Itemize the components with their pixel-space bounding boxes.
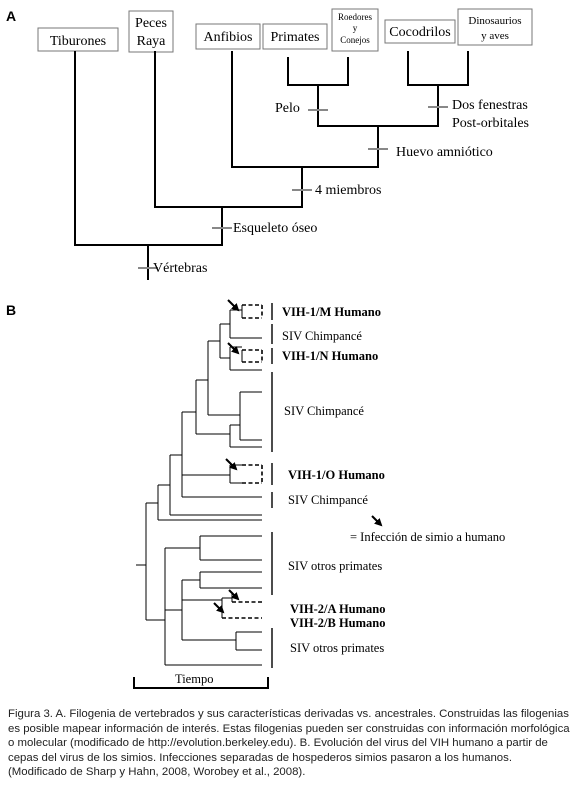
time-bracket-line bbox=[133, 677, 269, 689]
taxon-y-aves: y aves bbox=[481, 30, 509, 42]
trait-fenestras-1: Dos fenestras bbox=[452, 98, 528, 113]
time-bracket bbox=[133, 677, 269, 689]
trait-huevo: Huevo amniótico bbox=[396, 145, 493, 160]
panel-b-tree bbox=[136, 305, 262, 666]
branch-archosaurs bbox=[407, 51, 469, 86]
taxon-tiburones: Tiburones bbox=[50, 34, 106, 49]
box-roedores bbox=[331, 8, 379, 52]
branch-mammals bbox=[287, 57, 349, 86]
label-siv-chimp-1: SIV Chimpancé bbox=[282, 329, 362, 343]
panel-b-clade-labels: VIH-1/M Humano SIV Chimpancé VIH-1/N Hum… bbox=[282, 305, 505, 655]
taxon-dinosaurios: Dinosaurios bbox=[468, 15, 521, 27]
panel-a-trait-labels: Pelo Dos fenestras Post-orbitales Huevo … bbox=[153, 98, 529, 276]
label-siv-chimp-3: SIV Chimpancé bbox=[288, 493, 368, 507]
trait-miembros: 4 miembros bbox=[315, 183, 382, 198]
figure-canvas: A Tiburones Peces Raya Anfibios Primates… bbox=[6, 8, 533, 689]
label-siv-otros-1: SIV otros primates bbox=[288, 559, 382, 573]
arrow-infection-icon bbox=[213, 602, 225, 614]
box-peces-raya bbox=[128, 10, 174, 53]
taxon-raya: Raya bbox=[137, 34, 167, 49]
arrow-infection-icon bbox=[227, 299, 240, 312]
arrow-infection-icon bbox=[228, 589, 240, 601]
taxon-roedores-y: y bbox=[353, 23, 358, 33]
panel-a-label: A bbox=[6, 8, 16, 24]
legend-arrow-icon bbox=[371, 515, 383, 527]
box-anfibios bbox=[195, 23, 261, 50]
trait-vertebras: Vértebras bbox=[153, 261, 207, 276]
box-dinosaurios bbox=[457, 8, 533, 46]
taxon-conejos: Conejos bbox=[340, 35, 370, 45]
panel-a-trait-ticks bbox=[138, 106, 448, 269]
box-primates bbox=[262, 23, 328, 50]
label-hiv2-b: VIH-2/B Humano bbox=[290, 616, 386, 630]
label-hiv1-o: VIH-1/O Humano bbox=[288, 468, 385, 482]
time-label: Tiempo bbox=[175, 672, 213, 686]
panel-b-infection-arrows bbox=[213, 299, 383, 614]
panel-b-label: B bbox=[6, 302, 16, 318]
legend-text: = Infección de simio a humano bbox=[350, 530, 505, 544]
arrow-infection-icon bbox=[227, 342, 240, 355]
label-siv-otros-2: SIV otros primates bbox=[290, 641, 384, 655]
taxon-cocodrilos: Cocodrilos bbox=[389, 25, 450, 40]
label-hiv1-n: VIH-1/N Humano bbox=[282, 349, 378, 363]
panel-a-taxon-boxes bbox=[37, 8, 533, 53]
panel-b-human-branches bbox=[222, 304, 263, 619]
figure-caption: Figura 3. A. Filogenia de vertebrados y … bbox=[8, 708, 570, 779]
taxon-roedores: Roedores bbox=[338, 12, 372, 22]
panel-a-tree bbox=[74, 51, 469, 280]
panel-a-taxon-labels: Tiburones Peces Raya Anfibios Primates R… bbox=[50, 12, 522, 49]
trait-fenestras-2: Post-orbitales bbox=[452, 116, 529, 131]
label-hiv2-a: VIH-2/A Humano bbox=[290, 602, 386, 616]
box-tiburones bbox=[37, 27, 119, 52]
trait-esqueleto: Esqueleto óseo bbox=[233, 221, 317, 236]
taxon-anfibios: Anfibios bbox=[204, 30, 253, 45]
label-siv-chimp-2: SIV Chimpancé bbox=[284, 404, 364, 418]
taxon-peces: Peces bbox=[135, 16, 167, 31]
label-hiv1-m: VIH-1/M Humano bbox=[282, 305, 381, 319]
box-cocodrilos bbox=[384, 19, 456, 44]
taxon-primates: Primates bbox=[271, 30, 320, 45]
trait-pelo: Pelo bbox=[275, 101, 300, 116]
arrow-infection-icon bbox=[225, 458, 238, 471]
